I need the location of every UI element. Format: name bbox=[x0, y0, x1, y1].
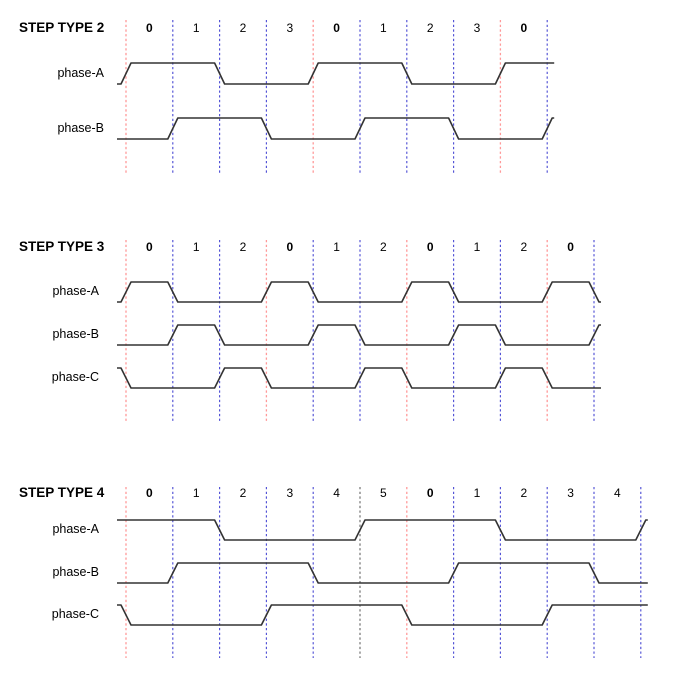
section-title: STEP TYPE 4 bbox=[19, 485, 105, 500]
step-number: 3 bbox=[286, 486, 294, 500]
step-number: 1 bbox=[192, 486, 200, 500]
phase-label: phase-B bbox=[52, 327, 99, 341]
step-number: 0 bbox=[333, 21, 340, 35]
phase-label: phase-B bbox=[57, 120, 104, 135]
step-number: 3 bbox=[286, 21, 294, 35]
step-number: 2 bbox=[520, 240, 528, 254]
step-number: 2 bbox=[239, 21, 247, 35]
step-number: 4 bbox=[333, 486, 340, 500]
step-number: 2 bbox=[380, 240, 387, 254]
waveform-phase-b bbox=[117, 562, 648, 584]
phase-label: phase-A bbox=[52, 522, 99, 536]
phase-label: phase-A bbox=[57, 65, 104, 80]
step-number: 0 bbox=[146, 21, 153, 35]
waveform-phase-a bbox=[117, 281, 601, 303]
step-number: 2 bbox=[520, 486, 528, 500]
waveform-phase-c bbox=[117, 604, 648, 626]
step-number: 3 bbox=[473, 21, 481, 35]
phase-label: phase-B bbox=[52, 565, 99, 579]
step-number: 2 bbox=[426, 21, 434, 35]
step-number: 5 bbox=[380, 486, 387, 500]
step-number: 1 bbox=[473, 240, 481, 254]
step-number: 4 bbox=[614, 486, 621, 500]
step-number: 2 bbox=[239, 240, 247, 254]
step-number: 2 bbox=[239, 486, 247, 500]
step-number: 0 bbox=[426, 486, 434, 500]
phase-label: phase-C bbox=[51, 370, 99, 384]
waveform-phase-a bbox=[117, 519, 648, 541]
section-title: STEP TYPE 3 bbox=[19, 239, 105, 254]
step-number: 0 bbox=[426, 240, 434, 254]
step-number: 0 bbox=[520, 21, 528, 35]
step-number: 3 bbox=[567, 486, 574, 500]
waveform-phase-b bbox=[117, 324, 601, 346]
step-number: 1 bbox=[473, 486, 481, 500]
waveform-phase-c bbox=[117, 367, 601, 389]
waveform-phase-b bbox=[117, 117, 555, 140]
phase-label: phase-A bbox=[52, 284, 99, 298]
section-title: STEP TYPE 2 bbox=[19, 20, 105, 35]
step-number: 1 bbox=[192, 240, 200, 254]
step-number: 0 bbox=[286, 240, 294, 254]
step-number: 0 bbox=[567, 240, 574, 254]
step-number: 1 bbox=[192, 21, 200, 35]
step-number: 0 bbox=[146, 486, 153, 500]
phase-label: phase-C bbox=[51, 607, 99, 621]
waveform-phase-a bbox=[117, 62, 555, 85]
step-number: 0 bbox=[146, 240, 153, 254]
step-number: 1 bbox=[333, 240, 340, 254]
step-number: 1 bbox=[380, 21, 387, 35]
